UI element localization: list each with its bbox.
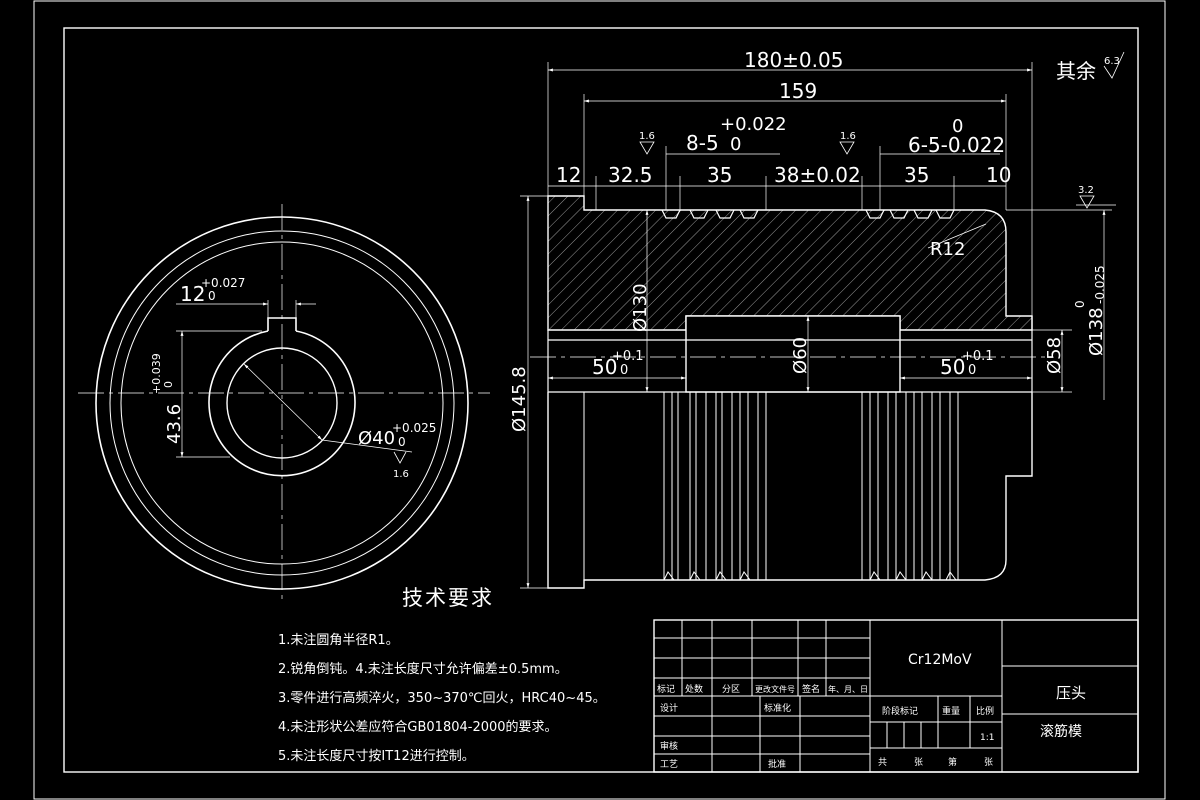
svg-text:35: 35 [904, 163, 929, 187]
part-name: 压头 [1056, 684, 1086, 702]
svg-text:-0.025: -0.025 [1093, 265, 1107, 304]
drawing-name: 滚筋模 [1040, 723, 1082, 740]
svg-text:分区: 分区 [722, 684, 740, 695]
svg-text:3.2: 3.2 [1078, 185, 1094, 196]
svg-text:+0.039: +0.039 [150, 353, 163, 394]
tech-item-4: 4.未注形状公差应符合GB01804-2000的要求。 [278, 720, 558, 735]
svg-text:0: 0 [162, 381, 175, 388]
svg-text:比例: 比例 [976, 705, 994, 717]
svg-text:张: 张 [914, 757, 923, 768]
end-view [78, 204, 490, 600]
svg-text:更改文件号: 更改文件号 [755, 684, 795, 694]
svg-text:35: 35 [707, 163, 732, 187]
tech-item-5: 5.未注长度尺寸按IT12进行控制。 [278, 749, 475, 764]
rest-label: 其余 [1056, 59, 1096, 83]
svg-text:Ø138: Ø138 [1086, 307, 1107, 356]
svg-text:1.6: 1.6 [840, 131, 856, 142]
svg-text:0: 0 [730, 134, 741, 155]
svg-text:+0.027: +0.027 [201, 276, 245, 290]
svg-text:8-5: 8-5 [686, 131, 719, 155]
key-width-label: 12 [180, 282, 205, 306]
svg-text:0: 0 [208, 289, 216, 303]
svg-text:标记: 标记 [657, 683, 675, 695]
svg-text:审核: 审核 [660, 740, 678, 752]
section-view-labels: 180±0.05 159 8-5 +0.022 0 6-5-0.022 0 12… [509, 48, 1120, 432]
svg-text:年、月、日: 年、月、日 [828, 684, 868, 694]
svg-text:0: 0 [620, 363, 628, 378]
tech-item-2: 2.锐角倒钝。4.未注长度尺寸允许偏差±0.5mm。 [278, 662, 568, 677]
title-block-text: Cr12MoV 压头 滚筋模 标记 处数 分区 更改文件号 签名 年、月、日 设… [657, 652, 1086, 770]
outer-frame [33, 0, 1166, 800]
svg-text:张: 张 [984, 757, 993, 768]
svg-text:批准: 批准 [768, 758, 786, 770]
svg-text:+0.1: +0.1 [612, 349, 644, 364]
section-view [520, 51, 1125, 589]
end-view-labels: 12 +0.027 0 43.6 +0.039 0 Ø40 +0.025 0 1… [150, 276, 436, 480]
tech-requirements-title: 技术要求 [402, 586, 494, 610]
svg-text:+0.022: +0.022 [720, 114, 787, 135]
svg-text:32.5: 32.5 [608, 163, 653, 187]
svg-text:50: 50 [592, 355, 617, 379]
key-depth-label: 43.6 [164, 404, 185, 444]
svg-text:Ø58: Ø58 [1044, 337, 1065, 374]
svg-text:6-5-0.022: 6-5-0.022 [908, 133, 1005, 157]
svg-text:共: 共 [878, 757, 887, 768]
svg-text:重量: 重量 [942, 705, 960, 717]
svg-text:处数: 处数 [685, 683, 703, 695]
svg-text:38±0.02: 38±0.02 [774, 163, 861, 187]
svg-text:Ø130: Ø130 [630, 283, 651, 332]
svg-text:标准化: 标准化 [764, 702, 791, 714]
svg-text:0: 0 [398, 435, 406, 449]
svg-text:工艺: 工艺 [660, 759, 678, 770]
svg-text:50: 50 [940, 355, 965, 379]
inner-frame [63, 27, 1139, 773]
bore-dia-label: Ø40 [358, 428, 395, 449]
svg-text:+0.1: +0.1 [962, 349, 994, 364]
svg-text:阶段标记: 阶段标记 [882, 705, 918, 717]
svg-text:0: 0 [1073, 300, 1087, 308]
svg-text:1.6: 1.6 [393, 469, 409, 480]
svg-text:签名: 签名 [802, 683, 820, 695]
svg-text:Ø60: Ø60 [790, 337, 811, 374]
title-block [653, 619, 1139, 773]
material: Cr12MoV [908, 652, 972, 668]
svg-text:0: 0 [952, 116, 963, 137]
radius-label: R12 [930, 239, 965, 260]
svg-text:第: 第 [948, 756, 957, 768]
svg-text:10: 10 [986, 163, 1011, 187]
svg-text:1.6: 1.6 [639, 131, 655, 142]
svg-text:Ø145.8: Ø145.8 [509, 366, 530, 432]
svg-text:12: 12 [556, 163, 581, 187]
svg-text:1:1: 1:1 [980, 733, 994, 743]
tech-requirements: 1.未注圆角半径R1。 2.锐角倒钝。4.未注长度尺寸允许偏差±0.5mm。 3… [278, 626, 606, 771]
inner-length-label: 159 [779, 79, 817, 103]
tech-item-1: 1.未注圆角半径R1。 [278, 633, 399, 648]
svg-text:+0.025: +0.025 [392, 421, 436, 435]
total-length-label: 180±0.05 [744, 48, 843, 72]
tech-item-3: 3.零件进行高频淬火，350~370℃回火，HRC40~45。 [278, 691, 606, 706]
svg-text:6.3: 6.3 [1104, 56, 1120, 67]
svg-text:0: 0 [968, 363, 976, 378]
svg-text:设计: 设计 [660, 702, 678, 714]
